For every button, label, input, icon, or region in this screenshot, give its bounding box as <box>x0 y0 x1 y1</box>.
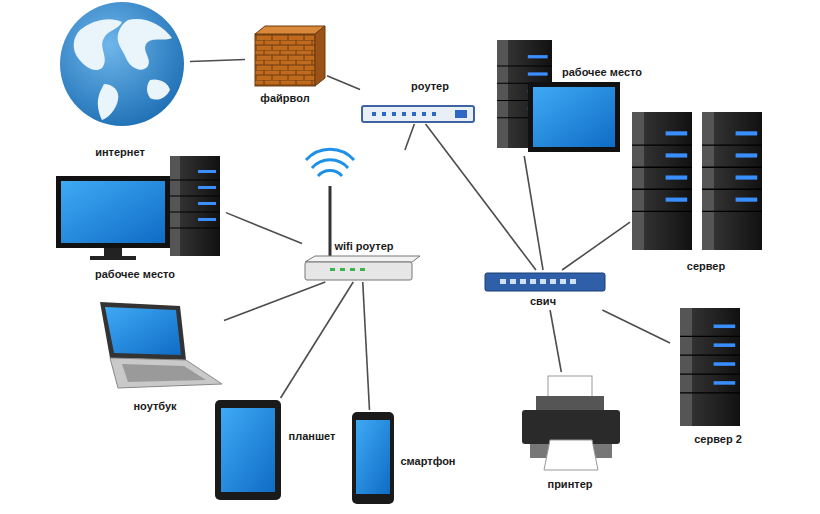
router-icon <box>362 106 474 122</box>
workstation-icon <box>497 40 620 152</box>
device-node: wifi роутер <box>302 150 424 282</box>
device-label: файрвол <box>258 92 311 105</box>
device-node: роутер <box>360 78 477 124</box>
device-label: ноутбук <box>131 400 178 413</box>
device-node: рабочее место <box>495 38 660 156</box>
device-node: смартфон <box>350 410 468 506</box>
device-node: принтер <box>518 372 622 494</box>
network-link <box>327 76 360 90</box>
network-link <box>602 310 670 343</box>
network-link <box>363 282 370 410</box>
device-node: интернет <box>55 2 190 162</box>
device-label: интернет <box>93 146 147 159</box>
device-label: рабочее место <box>560 66 644 79</box>
workstation-icon <box>56 156 220 260</box>
device-label: свич <box>528 295 558 308</box>
firewall-icon <box>255 26 325 86</box>
device-node: сервер <box>630 110 767 275</box>
device-node: рабочее место <box>54 153 226 283</box>
tablet-icon <box>215 400 281 500</box>
device-label: сервер 2 <box>692 433 744 446</box>
device-node: свич <box>483 270 608 310</box>
network-link <box>550 310 561 372</box>
device-node: ноутбук <box>96 298 224 413</box>
device-label: wifi роутер <box>332 240 395 253</box>
device-node: файрвол <box>245 24 327 106</box>
device-label: сервер <box>685 260 727 273</box>
laptop-icon <box>100 302 222 388</box>
network-link <box>190 59 245 61</box>
server-icon <box>680 308 740 426</box>
device-label: планшет <box>287 430 338 443</box>
network-link <box>524 156 543 270</box>
network-link <box>226 213 302 244</box>
network-link <box>562 222 630 270</box>
network-link <box>224 282 325 321</box>
globe-icon <box>60 2 184 126</box>
server-icon <box>632 112 762 250</box>
printer-icon <box>522 376 620 470</box>
device-node: планшет <box>213 398 343 502</box>
switch-icon <box>485 273 605 291</box>
device-label: смартфон <box>398 455 457 468</box>
network-link <box>405 124 414 150</box>
device-label: рабочее место <box>93 268 177 281</box>
device-label: принтер <box>546 478 595 491</box>
device-label: роутер <box>409 80 451 93</box>
network-link <box>281 282 354 398</box>
smartphone-icon <box>352 412 394 504</box>
wifi-router-icon <box>305 149 420 280</box>
device-node: сервер 2 <box>670 305 760 450</box>
